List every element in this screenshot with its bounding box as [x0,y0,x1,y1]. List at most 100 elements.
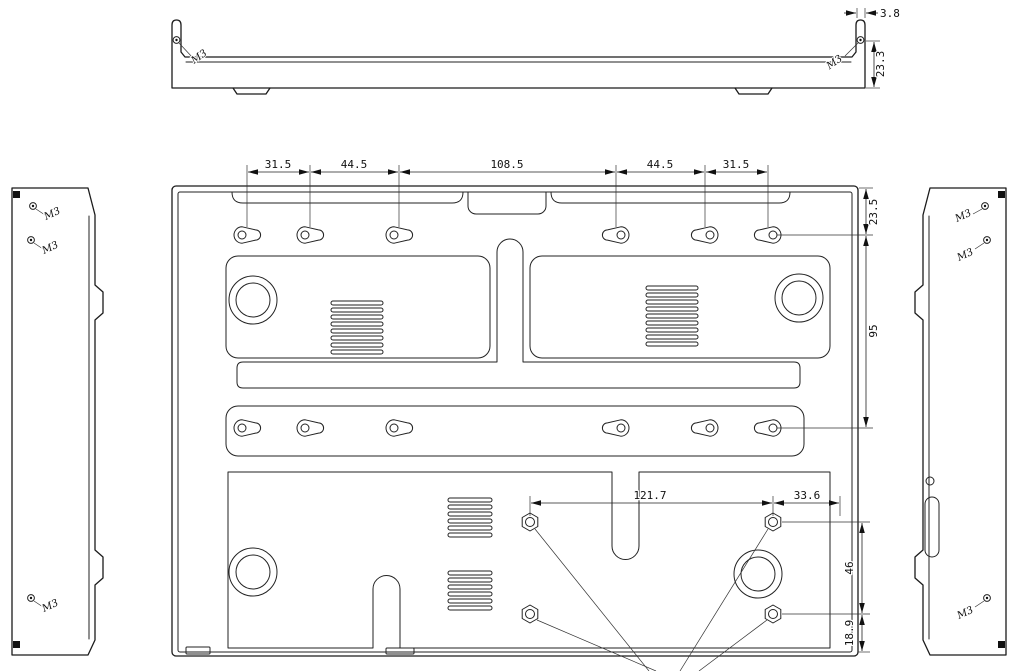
dim-value: 44.5 [647,158,674,171]
corner-block [13,191,20,198]
vent-slot [447,591,493,597]
dimension-23_3: 23.3 [866,40,888,89]
dim-value: 31.5 [265,158,292,171]
vent-slot [447,525,493,531]
dim-value: 23.3 [874,51,887,78]
vent-slot [645,327,699,333]
top-center-notch [467,191,547,215]
dimension-chain-top: 31.5 44.5 108.5 44.5 31.5 [246,157,769,227]
top-tab-line-right [550,191,791,204]
vent-group-lower-1 [447,497,493,538]
vent-slot [447,511,493,517]
grommet-hole [228,275,278,325]
foot-cutout [385,647,415,655]
emboss-upper-left-region [225,255,491,359]
vent-slot [645,306,699,312]
hex-nut-hole [764,604,782,624]
vent-slot [645,320,699,326]
m3-label: M3 [40,598,61,615]
corner-block [13,641,20,648]
vent-slot [645,292,699,298]
dimension-46: 46 [782,521,870,615]
vent-group-top-left [330,300,384,355]
m3-leader-line [974,600,985,608]
vent-slot [447,518,493,524]
right-side-view: M3 M3 M3 [914,187,1007,656]
grommet-hole [774,273,824,323]
keyhole-slot [233,419,262,437]
m3-label: M3 [40,240,61,257]
top-tab-line-left [231,191,464,204]
emboss-middle-band [225,405,805,457]
vent-slot [330,349,384,355]
m3-hole [27,236,35,244]
dim-value: 44.5 [341,158,368,171]
m3-leader-line [972,208,983,215]
m3-leader-line [844,42,859,57]
hex-leader-line [679,528,769,671]
left-side-view: M3 M3 M3 [11,187,104,656]
m3-leader-line [33,600,44,608]
vent-slot [330,307,384,313]
vent-slot [645,313,699,319]
keyhole-slot [233,226,262,244]
keyhole-slot [296,419,325,437]
dimension-23_5: 23.5 [777,187,881,236]
vent-slot [447,598,493,604]
vent-slot [330,300,384,306]
hex-leader-line [534,528,650,671]
m3-hole [981,202,989,210]
keyhole-slot [385,419,414,437]
finger-slot [924,496,940,558]
dimension-121_7: 121.7 [529,488,774,516]
vent-slot [447,570,493,576]
vent-slot [447,577,493,583]
vent-slot [447,532,493,538]
emboss-lower-region [227,471,831,649]
m3-label: M3 [189,48,210,67]
frame-outer [171,185,859,657]
dimension-95: 95 [777,236,881,429]
m3-label: M3 [42,206,63,223]
dimension-3_8: 3.8 [844,6,901,21]
hex-nut-hole [521,604,539,624]
dim-value: 95 [867,324,880,337]
grommet-hole [228,547,278,597]
m3-label: M3 [953,208,974,225]
vent-slot [330,335,384,341]
m3-hole [27,594,35,602]
frame-inner [177,191,853,653]
rear-view: 31.5 44.5 108.5 44.5 31.5 23.5 95 121.7 [171,157,881,671]
m3-label: M3 [824,53,845,72]
vent-slot [447,497,493,503]
emboss-upper-right-region [529,255,831,359]
right-view-outline [914,187,1007,656]
dim-value: 121.7 [633,489,666,502]
keyhole-slot [296,226,325,244]
m3-hole [983,594,991,602]
vent-slot [447,605,493,611]
m3-hole [856,36,865,44]
keyhole-slot [601,226,630,244]
vent-slot [447,504,493,510]
vent-slot [645,334,699,340]
hex-leader-line [536,619,657,671]
vent-slot [330,342,384,348]
foot-cutout [185,646,211,655]
dim-value: 3.8 [880,7,900,20]
m3-hole [29,202,37,210]
m3-label: M3 [955,247,976,264]
top-view-foot-left [232,87,271,95]
dim-value: 33.6 [794,489,821,502]
keyhole-slot [690,419,719,437]
top-edge-view: M3 M3 3.8 23.3 [171,6,901,95]
top-view-foot-right [734,87,773,95]
emboss-t-channel [236,238,801,389]
vent-slot [330,328,384,334]
m3-label: M3 [955,605,976,622]
dim-value: 108.5 [490,158,523,171]
dim-value: 46 [843,561,856,574]
vent-slot [330,321,384,327]
dimension-18_9: 18.9 [842,615,870,653]
